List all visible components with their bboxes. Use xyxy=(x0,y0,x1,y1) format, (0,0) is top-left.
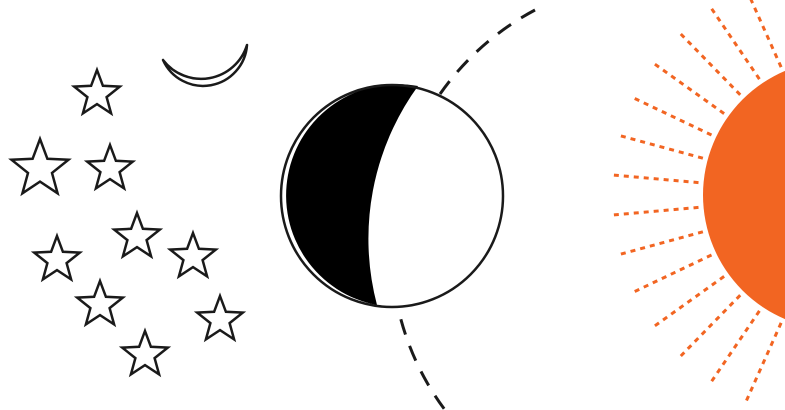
stars-group xyxy=(12,70,243,374)
sun-ray xyxy=(655,64,724,113)
sun-ray xyxy=(655,276,724,325)
star-outline-icon xyxy=(34,236,80,279)
star-outline-icon xyxy=(170,233,216,276)
star-outline-icon xyxy=(87,145,133,188)
star-outline-icon xyxy=(114,213,160,256)
sun-ray xyxy=(712,9,760,79)
sun-ray xyxy=(614,175,699,183)
half-lit-sphere-icon xyxy=(281,84,503,307)
crescent-moon-icon xyxy=(163,45,247,86)
star-outline-icon xyxy=(197,296,243,339)
star-outline-icon xyxy=(12,139,69,193)
sun-ray xyxy=(747,323,782,401)
sun-ray xyxy=(747,0,782,67)
sun-ray xyxy=(681,295,740,356)
sun-ray xyxy=(712,311,760,381)
star-outline-icon xyxy=(122,331,168,374)
sun-ray xyxy=(635,255,712,292)
sun-ray xyxy=(621,232,703,254)
sun-ray xyxy=(681,34,740,95)
sun-ray xyxy=(635,99,712,136)
star-outline-icon xyxy=(74,70,120,113)
sun-ray xyxy=(621,136,703,158)
sun-ray xyxy=(614,207,699,215)
star-outline-icon xyxy=(77,281,123,324)
sun-icon xyxy=(703,60,785,330)
